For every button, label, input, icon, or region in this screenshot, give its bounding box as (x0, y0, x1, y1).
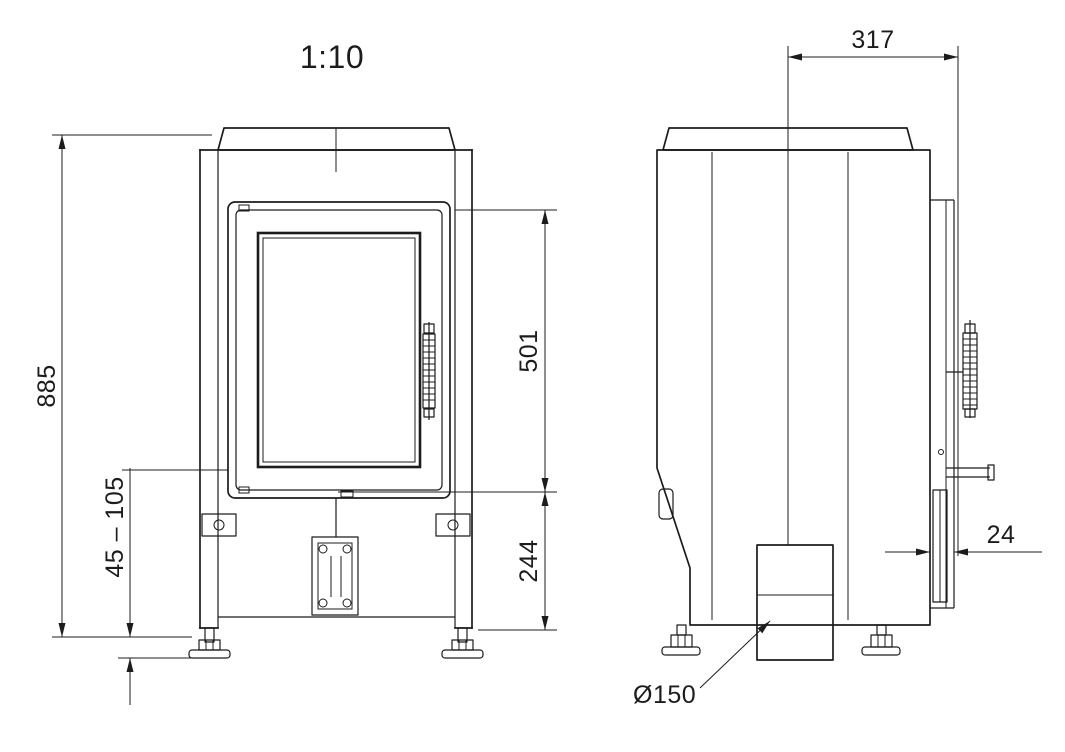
arrowhead (126, 658, 134, 672)
arrowhead (944, 53, 958, 61)
dim-door-height: 501 (338, 209, 557, 493)
foot-pad (861, 646, 901, 656)
arrowhead (541, 210, 549, 224)
front-body (199, 149, 473, 629)
dim-flue-diameter: Ø150 (633, 620, 771, 709)
dim-label-top-depth: 317 (851, 26, 894, 54)
door-glass (256, 231, 422, 469)
front-view (188, 127, 484, 659)
side-front-panel (930, 199, 995, 609)
dim-foot-adjustment: 45 – 105 (101, 468, 228, 705)
hinge-tab-bottom (238, 486, 250, 494)
dim-door-thickness: 24 (885, 521, 1042, 556)
air-inlet (658, 488, 674, 520)
foot-stud (204, 627, 215, 643)
screw-dot (938, 449, 944, 455)
arrowhead (954, 548, 968, 556)
dim-label-overall-height: 885 (33, 364, 61, 407)
dim-label-base-height: 244 (515, 539, 543, 582)
arrowhead (916, 548, 930, 556)
foot-stud (676, 624, 687, 636)
side-flue-outlet (756, 544, 834, 661)
arrowhead (58, 135, 66, 149)
arrowhead (541, 478, 549, 492)
side-body (656, 149, 931, 626)
foot-nut (670, 634, 693, 648)
dim-overall-height: 885 (33, 134, 212, 638)
front-door (227, 201, 451, 499)
arrowhead (541, 616, 549, 630)
foot-pad (441, 649, 484, 659)
hinge-tab-top (238, 204, 250, 212)
arrowhead (541, 492, 549, 506)
arrowhead (126, 623, 134, 637)
side-view (656, 127, 995, 661)
front-side-brackets (201, 513, 471, 537)
dim-label-foot-adjustment: 45 – 105 (101, 476, 129, 577)
arrowhead (788, 53, 802, 61)
dim-label-door-thickness: 24 (987, 521, 1016, 549)
dim-label-door-height: 501 (515, 329, 543, 372)
scale-label: 1:10 (300, 39, 364, 75)
foot-pad (188, 649, 231, 659)
front-door-handle-spring (422, 322, 436, 420)
foot-pad (661, 646, 701, 656)
foot-nut (870, 634, 893, 648)
dim-top-depth: 317 (787, 26, 959, 556)
side-handle-spring (946, 320, 978, 418)
foot-stud (876, 624, 887, 636)
side-feet (661, 624, 901, 656)
drawing-root: 1:10 (33, 26, 1042, 709)
dim-base-height: 244 (478, 492, 557, 631)
arrowhead (58, 623, 66, 637)
foot-stud (457, 627, 468, 643)
front-feet (188, 627, 484, 659)
front-center-bracket (311, 498, 359, 616)
arrowhead (757, 621, 770, 634)
spring-coil (422, 333, 436, 409)
latch-mark (340, 490, 354, 498)
dim-label-flue-diameter: Ø150 (633, 681, 696, 709)
